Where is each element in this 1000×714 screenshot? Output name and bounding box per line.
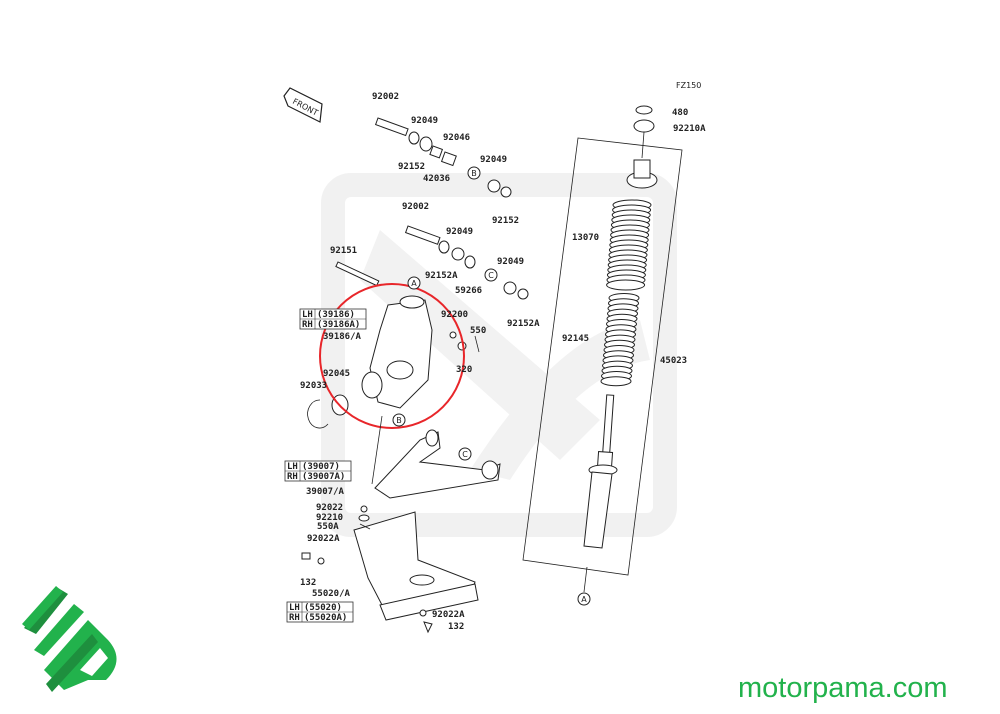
skid-plate: [301, 505, 479, 634]
part-label: 132: [300, 578, 316, 588]
shock-assembly-frame: [522, 137, 683, 576]
lh-rh-tables: LH(39186)RH(39186A)LH(39007)RH(39007A)LH…: [284, 308, 367, 623]
part-label: 320: [456, 365, 472, 375]
part-label: 45023: [660, 356, 687, 366]
part-label: 92210A: [673, 124, 706, 134]
callout-a: A: [407, 276, 421, 290]
part-label: 92049: [446, 227, 473, 237]
part-label: 92033: [300, 381, 327, 391]
callout-c: C: [484, 268, 498, 282]
part-label: 92152: [398, 162, 425, 172]
part-label: 92210: [316, 513, 343, 523]
svg-text:LH: LH: [287, 462, 298, 472]
lh-rh-table: LH (55020) RH (55020A): [286, 601, 354, 623]
callout-markers: A B C B C A: [392, 166, 591, 606]
part-label: 92200: [441, 310, 468, 320]
upper-bolt-set: [335, 117, 529, 300]
part-label: 550A: [317, 522, 339, 532]
svg-text:(39007): (39007): [302, 462, 340, 472]
diagram-code: FZ150: [676, 81, 701, 90]
part-label: 13070: [572, 233, 599, 243]
part-label: 132: [448, 622, 464, 632]
part-label: 92152A: [425, 271, 458, 281]
callout-b: B: [467, 166, 481, 180]
svg-text:A: A: [411, 279, 417, 288]
svg-text:B: B: [471, 169, 477, 178]
part-label: 92151: [330, 246, 357, 256]
motorpama-logo: [22, 586, 117, 692]
lh-rh-table: LH (39186) RH (39186A): [299, 308, 367, 330]
svg-text:(39186A): (39186A): [317, 320, 360, 330]
shock-body: [583, 471, 613, 549]
front-arrow-icon: FRONT: [283, 87, 323, 123]
steering-knuckle: [307, 295, 480, 429]
part-label: 92049: [480, 155, 507, 165]
svg-text:RH: RH: [287, 472, 298, 482]
part-label: 39186/A: [323, 332, 362, 342]
svg-text:LH: LH: [302, 310, 313, 320]
part-label: 42036: [423, 174, 450, 184]
part-label: 550: [470, 326, 486, 336]
bushing-part: [633, 119, 655, 133]
o-ring-part: [635, 105, 653, 115]
lower-a-arm: [371, 415, 501, 499]
part-label: 92022A: [307, 534, 340, 544]
part-label: 92049: [411, 116, 438, 126]
svg-text:(39186): (39186): [317, 310, 355, 320]
site-name: motorpama.com: [738, 672, 948, 704]
part-label: 92145: [562, 334, 589, 344]
callout-a: A: [577, 592, 591, 606]
part-label: 92022: [316, 503, 343, 513]
part-labels: 48092210A1307092145450239200292049920469…: [300, 92, 706, 632]
part-label: 92022A: [432, 610, 465, 620]
part-label: 92002: [372, 92, 399, 102]
svg-text:A: A: [581, 595, 587, 604]
lh-rh-table: LH (39007) RH (39007A): [284, 460, 352, 482]
svg-text:(55020A): (55020A): [304, 613, 347, 623]
svg-text:(39007A): (39007A): [302, 472, 345, 482]
svg-text:B: B: [396, 416, 402, 425]
part-label: 92152: [492, 216, 519, 226]
svg-text:RH: RH: [289, 613, 300, 623]
highlight-circle: [319, 283, 465, 429]
svg-text:RH: RH: [302, 320, 313, 330]
part-label: 59266: [455, 286, 482, 296]
spring-boot-group: [600, 199, 652, 387]
svg-text:LH: LH: [289, 603, 300, 613]
part-label: 92045: [323, 369, 350, 379]
part-label: 480: [672, 108, 688, 118]
part-label: 92002: [402, 202, 429, 212]
part-label: 92046: [443, 133, 470, 143]
part-label: 92049: [497, 257, 524, 267]
callout-b: B: [392, 413, 406, 427]
svg-text:C: C: [488, 271, 494, 280]
part-label: 92152A: [507, 319, 540, 329]
part-label: 55020/A: [312, 589, 351, 599]
svg-text:(55020): (55020): [304, 603, 342, 613]
svg-text:C: C: [462, 450, 468, 459]
part-label: 39007/A: [306, 487, 345, 497]
callout-c: C: [458, 447, 472, 461]
shock-shaft: [602, 394, 615, 456]
